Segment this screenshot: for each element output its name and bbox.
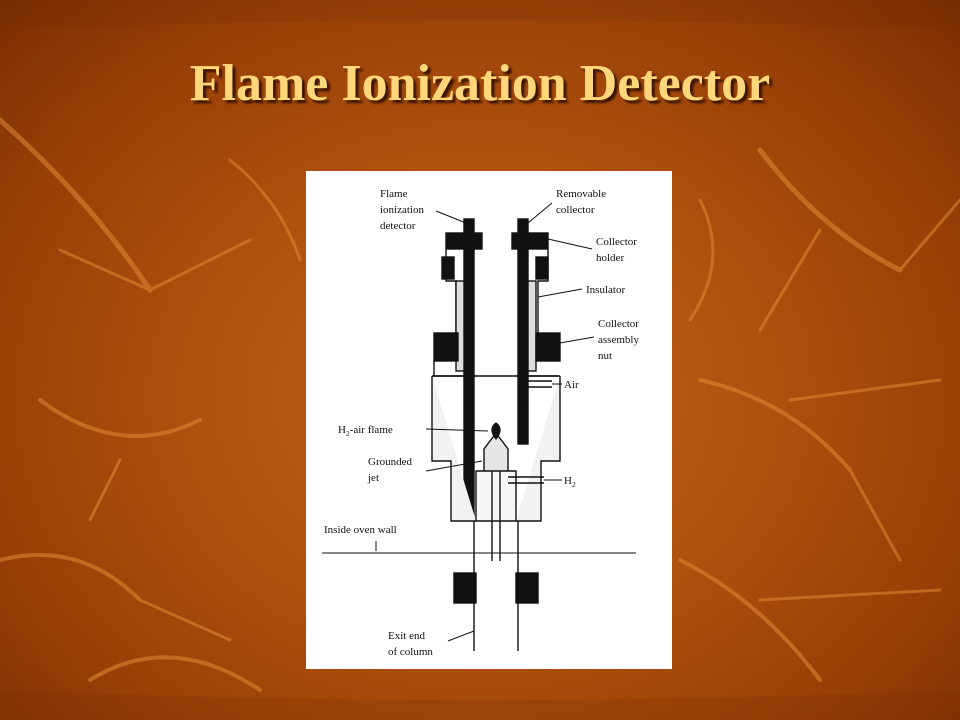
leader-removable [527,202,553,224]
fid-diagram: Flame ionization detector Removable coll… [306,171,672,669]
label-removable-2: collector [556,204,595,216]
leader-holder [547,238,593,250]
leader-assembly [559,336,595,344]
label-oven-wall: Inside oven wall [324,524,397,536]
leader-flame [425,428,489,432]
label-assembly-1: Collector [598,318,639,330]
leader-fid [435,210,467,224]
leader-jet [425,460,483,472]
diagram-labels: Flame ionization detector Removable coll… [324,188,639,658]
label-fid-1: Flame [380,188,408,200]
slide-title: Flame Ionization Detector [189,55,771,112]
label-jet-1: Grounded [368,456,412,468]
label-exit-1: Exit end [388,630,425,642]
label-fid-2: ionization [380,204,424,216]
label-flame: H2-air flame [338,424,393,438]
label-holder-1: Collector [596,236,637,248]
label-holder-2: holder [596,252,624,264]
leader-insulator [537,288,583,298]
fid-drawing: Flame ionization detector Removable coll… [322,188,639,658]
label-assembly-2: assembly [598,334,639,346]
label-fid-3: detector [380,220,416,232]
leader-exit [447,630,475,642]
label-assembly-3: nut [598,350,612,362]
label-removable-1: Removable [556,188,606,200]
label-jet-2: jet [367,472,379,484]
fid-apparatus [322,218,636,651]
label-air: Air [564,379,579,391]
leader-lines [375,202,595,642]
label-insulator: Insulator [586,284,625,296]
label-exit-2: of column [388,646,433,658]
label-h2: H2 [564,475,576,489]
